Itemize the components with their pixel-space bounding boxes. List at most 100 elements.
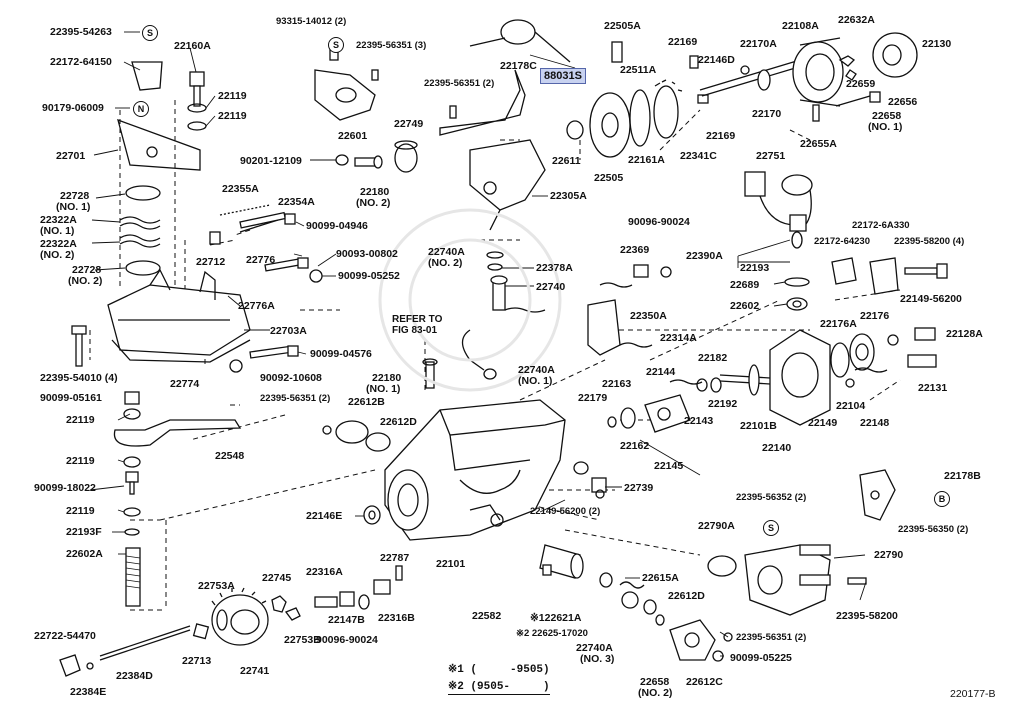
part-label[interactable]: 22395-56351 (3) xyxy=(356,40,427,51)
part-label[interactable]: 22180 xyxy=(360,186,390,198)
part-label[interactable]: 22160A xyxy=(174,40,211,52)
part-label[interactable]: 22119 xyxy=(66,455,95,467)
part-label[interactable]: 90099-05161 xyxy=(40,392,102,404)
part-label[interactable]: 22505A xyxy=(604,20,641,32)
part-label[interactable]: 22101B xyxy=(740,420,777,432)
part-label[interactable]: 22108A xyxy=(782,20,819,32)
part-label[interactable]: 90099-05252 xyxy=(338,270,400,282)
part-label[interactable]: 22161A xyxy=(628,154,665,166)
part-label[interactable]: 22355A xyxy=(222,183,259,195)
part-label[interactable]: 22390A xyxy=(686,250,723,262)
part-label[interactable]: 22395-56352 (2) xyxy=(736,492,807,503)
part-label[interactable]: 22689 xyxy=(730,279,760,291)
part-label[interactable]: 22776 xyxy=(246,254,276,266)
part-label[interactable]: 22176 xyxy=(860,310,890,322)
part-label[interactable]: 22740 xyxy=(536,281,566,293)
part-label[interactable]: 22144 xyxy=(646,366,676,378)
part-label[interactable]: 22378A xyxy=(536,262,573,274)
part-label[interactable]: 22305A xyxy=(550,190,587,202)
part-label[interactable]: 22395-58200 xyxy=(836,610,898,622)
part-label[interactable]: 22182 xyxy=(698,352,728,364)
part-label[interactable]: 22170A xyxy=(740,38,777,50)
part-label[interactable]: 22316A xyxy=(306,566,343,578)
part-label[interactable]: 22774 xyxy=(170,378,200,390)
part-label[interactable]: 22172-6A330 xyxy=(852,220,910,231)
part-label[interactable]: 90099-04946 xyxy=(306,220,368,232)
part-label[interactable]: 22162 xyxy=(620,440,650,452)
part-label[interactable]: 90096-90024 xyxy=(316,634,378,646)
part-label[interactable]: 22749 xyxy=(394,118,424,130)
part-label[interactable]: 22350A xyxy=(630,310,667,322)
part-label[interactable]: 22179 xyxy=(578,392,608,404)
part-label[interactable]: 22658 xyxy=(640,676,670,688)
part-label[interactable]: 22143 xyxy=(684,415,714,427)
part-label[interactable]: 22740A xyxy=(576,642,613,654)
part-label[interactable]: 22131 xyxy=(918,382,948,394)
part-label[interactable]: 22395-54263 xyxy=(50,26,112,38)
part-label[interactable]: 22145 xyxy=(654,460,684,472)
part-label[interactable]: 22169 xyxy=(706,130,736,142)
part-label[interactable]: 22147B xyxy=(328,614,365,626)
part-label[interactable]: 22728 xyxy=(72,264,102,276)
part-label[interactable]: 22149-56200 xyxy=(900,293,962,305)
part-label[interactable]: 22790A xyxy=(698,520,735,532)
part-label[interactable]: 22701 xyxy=(56,150,86,162)
part-label[interactable]: 22192 xyxy=(708,398,738,410)
part-label[interactable]: 90099-05225 xyxy=(730,652,792,664)
part-label[interactable]: 22658 xyxy=(872,110,902,122)
part-label[interactable]: 22601 xyxy=(338,130,368,142)
part-label[interactable]: 22395-58200 (4) xyxy=(894,236,965,247)
part-label[interactable]: 22656 xyxy=(888,96,918,108)
part-label[interactable]: 90093-00802 xyxy=(336,248,398,260)
part-label[interactable]: 22753A xyxy=(198,580,235,592)
part-label[interactable]: 22149-56200 (2) xyxy=(530,506,601,517)
part-label[interactable]: 22163 xyxy=(602,378,632,390)
part-label[interactable]: 22119 xyxy=(66,414,95,426)
refer-note-line1[interactable]: REFER TO xyxy=(392,314,443,325)
part-label[interactable]: 22612B xyxy=(348,396,385,408)
part-label[interactable]: 22612D xyxy=(668,590,705,602)
part-label[interactable]: 22146E xyxy=(306,510,343,522)
part-label[interactable]: 22713 xyxy=(182,655,212,667)
part-label[interactable]: ※2 22625-17020 xyxy=(516,628,588,639)
part-label[interactable]: 22322A xyxy=(40,214,77,226)
part-label[interactable]: 22776A xyxy=(238,300,275,312)
part-label[interactable]: 22741 xyxy=(240,665,270,677)
part-label[interactable]: 22739 xyxy=(624,482,654,494)
part-label[interactable]: 22149 xyxy=(808,417,838,429)
part-label[interactable]: 90099-18022 xyxy=(34,482,96,494)
part-label[interactable]: 90179-06009 xyxy=(42,102,104,114)
part-label[interactable]: 22316B xyxy=(378,612,415,624)
part-label[interactable]: 22395-56351 (2) xyxy=(736,632,807,643)
part-label[interactable]: 22659 xyxy=(846,78,876,90)
part-label[interactable]: 22172-64230 xyxy=(814,236,870,247)
part-label[interactable]: 22170 xyxy=(752,108,782,120)
part-label[interactable]: 22505 xyxy=(594,172,624,184)
part-label[interactable]: 22582 xyxy=(472,610,502,622)
part-label[interactable]: 22178C xyxy=(500,60,537,72)
part-label[interactable]: 22753B xyxy=(284,634,321,646)
part-label[interactable]: 22322A xyxy=(40,238,77,250)
part-label[interactable]: 22632A xyxy=(838,14,875,26)
part-label[interactable]: 22655A xyxy=(800,138,837,150)
part-label[interactable]: 22314A xyxy=(660,332,697,344)
part-label[interactable]: 22602A xyxy=(66,548,103,560)
part-label[interactable]: 22712 xyxy=(196,256,226,268)
part-label[interactable]: 22384D xyxy=(116,670,153,682)
part-label[interactable]: 22119 xyxy=(218,110,247,122)
part-label[interactable]: 22369 xyxy=(620,244,650,256)
part-label[interactable]: 22548 xyxy=(215,450,245,462)
part-label[interactable]: 22611 xyxy=(552,155,581,167)
part-label[interactable]: 22128A xyxy=(946,328,983,340)
part-label[interactable]: 22612C xyxy=(686,676,723,688)
part-label[interactable]: 90201-12109 xyxy=(240,155,302,167)
part-label[interactable]: 22722-54470 xyxy=(34,630,96,642)
part-label[interactable]: 22751 xyxy=(756,150,786,162)
part-label[interactable]: 22140 xyxy=(762,442,792,454)
part-label[interactable]: 22740A xyxy=(518,364,555,376)
part-label[interactable]: 22728 xyxy=(60,190,90,202)
part-label[interactable]: 22740A xyxy=(428,246,465,258)
refer-note-line2[interactable]: FIG 83-01 xyxy=(392,325,438,336)
part-label[interactable]: 22341C xyxy=(680,150,717,162)
part-label[interactable]: 22146D xyxy=(698,54,735,66)
